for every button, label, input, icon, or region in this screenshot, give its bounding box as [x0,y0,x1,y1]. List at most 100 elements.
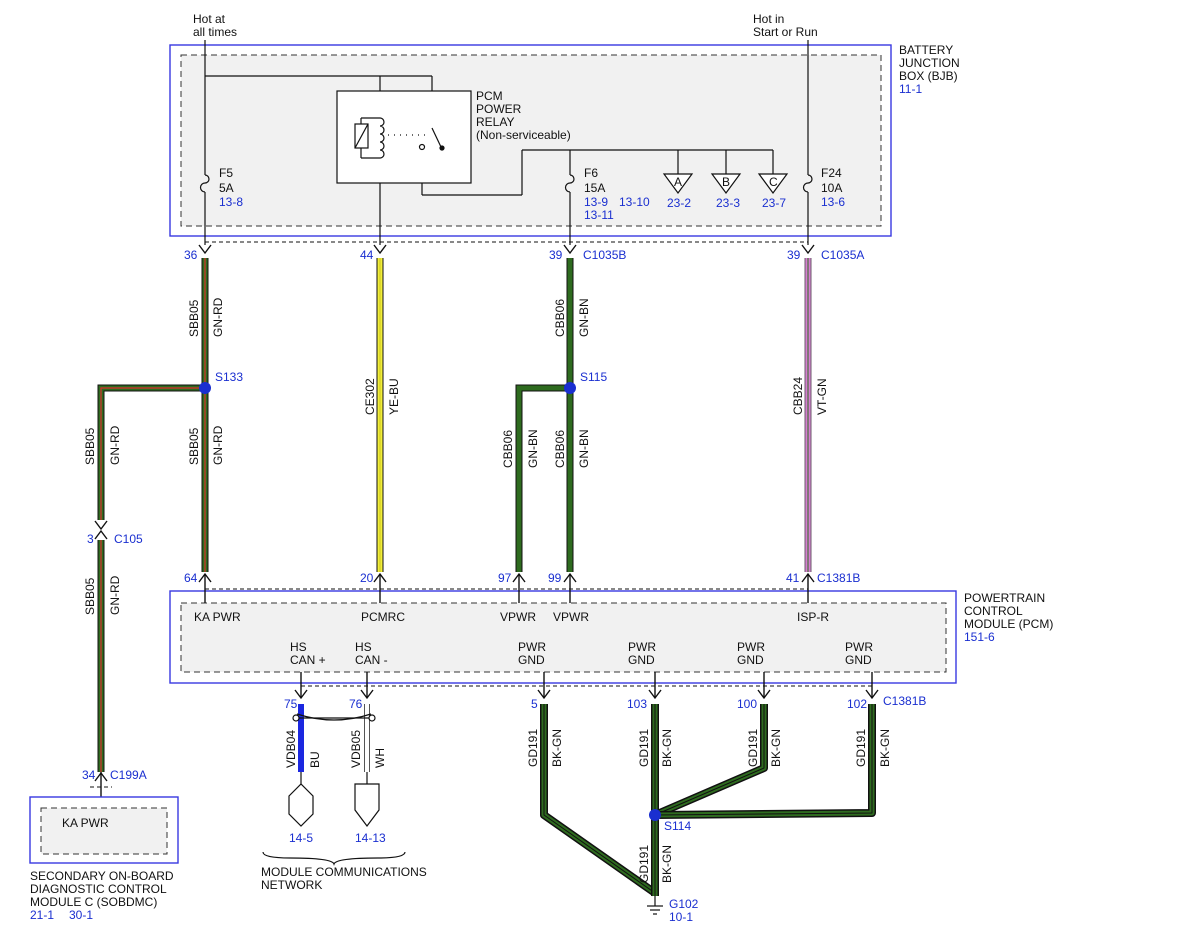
bjb-name-line2: JUNCTION [899,56,960,70]
pcm-label-pwr-gnd-1a: PWR [518,640,546,654]
pcm-label-vpwr-2: VPWR [553,610,589,624]
label-sbb05-lower-circuit: SBB05 [83,577,97,615]
sobdmc-ref-2[interactable]: 30-1 [69,908,93,922]
pcm-name-line1: POWERTRAIN [964,591,1045,605]
label-cbb24-color: VT-GN [815,378,829,415]
pcm-label-hs-can-minus-1: HS [355,640,372,654]
fuse-f6-name: F6 [584,166,598,180]
c105-name[interactable]: C105 [114,532,143,546]
fuse-f24-name: F24 [821,166,842,180]
pcm-label-ka-pwr: KA PWR [194,610,241,624]
pcm-label-pwr-gnd-3a: PWR [737,640,765,654]
pin-102: 102 [847,697,867,711]
pcm-module [169,590,957,684]
label-sbb05-lower-color: GN-RD [108,575,122,615]
ground-ref[interactable]: 10-1 [669,910,693,924]
label-cbb06-lower-color: GN-BN [577,429,591,468]
wire-sbb05-branch [97,384,205,772]
pcm-ref[interactable]: 151-6 [964,630,995,644]
label-sbb05-upper-circuit: SBB05 [187,299,201,337]
pin-75: 75 [284,697,298,711]
network-arrow-can-plus-icon [288,772,314,827]
connector-c1035b[interactable]: C1035B [583,248,626,262]
pcm-name-line3: MODULE (PCM) [964,617,1053,631]
pcm-bottom-pin-arrows [294,672,879,700]
fuse-f5-icon [199,174,210,193]
flag-b-ref[interactable]: 23-3 [716,196,740,210]
label-gd191-pin100-circuit: GD191 [746,729,760,767]
wire-cbb06 [515,258,574,572]
pin-39-c1035a: 39 [787,248,801,262]
splice-s114-label[interactable]: S114 [664,819,691,833]
connector-c1381b-bottom[interactable]: C1381B [883,694,926,708]
pin-97: 97 [498,571,512,585]
hot-always-line1: Hot at [193,12,226,26]
flag-b-icon [710,173,742,195]
label-gd191-pin102-color: BK-GN [878,729,892,767]
fuse-f6-ref3[interactable]: 13-10 [619,195,650,209]
fuse-f6-ref[interactable]: 13-9 [584,195,608,209]
sobdmc-module [29,796,179,864]
ground-icon [647,896,663,915]
relay-switch-icon [418,127,445,151]
pin-39-c1035b: 39 [549,248,563,262]
label-gd191-pin103-color: BK-GN [660,729,674,767]
bjb-name-line1: BATTERY [899,43,953,57]
fuse-f24-amps: 10A [821,181,842,195]
network-ref-can-minus[interactable]: 14-13 [355,831,386,845]
label-gd191-pin5-circuit: GD191 [526,729,540,767]
splice-s114 [649,809,661,821]
label-sbb05-mid-color: GN-RD [211,425,225,465]
sobdmc-ref-1[interactable]: 21-1 [30,908,54,922]
pcm-label-pwr-gnd-3b: GND [737,653,764,667]
flag-c-letter: C [769,175,778,189]
relay-label-line3: RELAY [476,115,514,129]
connector-c1381b-top[interactable]: C1381B [817,571,860,585]
splice-s133 [199,382,211,394]
splice-s133-label[interactable]: S133 [215,370,243,384]
splice-s115-label[interactable]: S115 [580,370,607,384]
upper-pin-arrows [198,244,815,255]
pin-64: 64 [184,571,198,585]
pcm-label-pwr-gnd-2b: GND [628,653,655,667]
flag-a-ref[interactable]: 23-2 [667,196,691,210]
label-cbb06-upper-color: GN-BN [577,298,591,337]
flag-c-ref[interactable]: 23-7 [762,196,786,210]
relay-label-line1: PCM [476,89,503,103]
label-gd191-pin102-circuit: GD191 [854,729,868,767]
battery-junction-box [169,44,892,237]
network-ref-can-plus[interactable]: 14-5 [289,831,313,845]
ground-name[interactable]: G102 [669,897,699,911]
label-vdb05-color: WH [373,748,387,768]
pin-36: 36 [184,248,198,262]
network-brace-icon [262,851,406,866]
fuse-f6-amps: 15A [584,181,605,195]
fuse-f6-ref2[interactable]: 13-11 [584,208,614,222]
pcm-label-vpwr-1: VPWR [500,610,536,624]
splice-s115 [564,382,576,394]
pcm-label-hs-can-plus-1: HS [290,640,307,654]
label-cbb06-branch-circuit: CBB06 [501,430,515,468]
label-ce302-color: YE-BU [387,378,401,415]
network-label-line1: MODULE COMMUNICATIONS [261,865,427,879]
fuse-f24-icon [802,174,813,193]
bjb-name-line3: BOX (BJB) [899,69,958,83]
c199a-pin: 34 [82,768,96,782]
pcm-label-pcmrc: PCMRC [361,610,405,624]
hot-run-line1: Hot in [753,12,784,26]
flag-b-letter: B [722,175,730,189]
label-gd191-pin100-color: BK-GN [769,729,783,767]
pin-76: 76 [349,697,363,711]
sobdmc-pin-label: KA PWR [62,816,109,830]
label-gd191-pin5-color: BK-GN [550,729,564,767]
fuse-f5-ref[interactable]: 13-8 [219,195,243,209]
bjb-ref[interactable]: 11-1 [899,82,922,96]
fuse-f24-ref[interactable]: 13-6 [821,195,845,209]
connector-c1035a[interactable]: C1035A [821,248,864,262]
hot-run-line2: Start or Run [753,25,818,39]
flag-c-icon [757,173,789,195]
fuse-f5-name: F5 [219,166,233,180]
c199a-name[interactable]: C199A [110,768,147,782]
network-arrow-can-minus-icon [354,772,380,827]
